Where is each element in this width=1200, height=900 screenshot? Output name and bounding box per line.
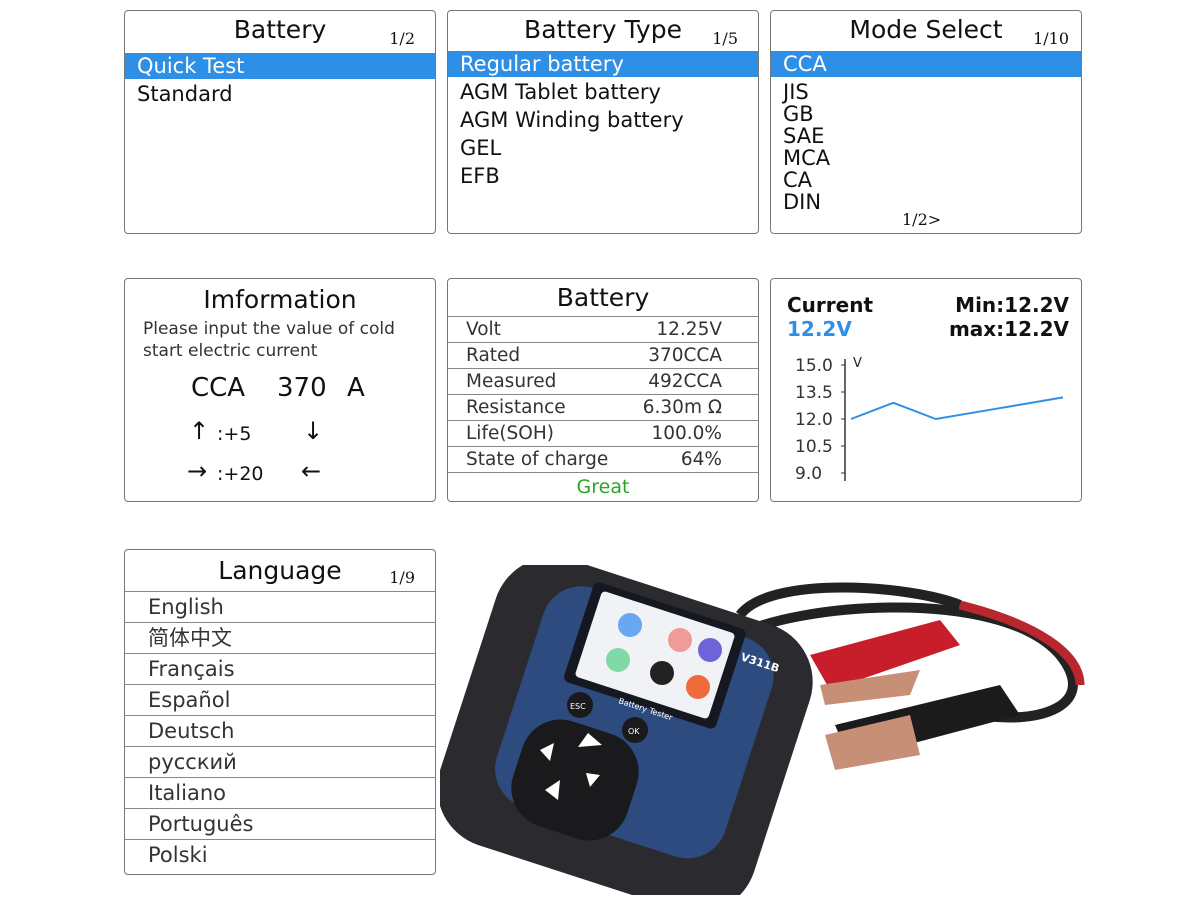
cca-value[interactable]: 370 [277, 373, 327, 403]
row-value: 6.30m Ω [642, 397, 722, 418]
language-item-italian[interactable]: Italiano [125, 777, 435, 808]
battery-menu-title: Battery [233, 15, 327, 44]
verdict-text: Great [576, 476, 630, 498]
y-tick-label: 15.0 [795, 356, 833, 376]
language-panel: Language 1/9 English 简体中文 Français Españ… [124, 549, 436, 875]
mode-item-sae[interactable]: SAE [783, 124, 825, 148]
y-tick-label: 12.0 [795, 410, 833, 430]
arrow-down-icon: ↓ [303, 417, 324, 445]
battery-menu-panel: Battery 1/2 Quick Test Standard [124, 10, 436, 234]
arrow-right-icon: → [187, 457, 208, 485]
information-title: Imformation [203, 285, 357, 314]
mode-item-din[interactable]: DIN [783, 190, 822, 214]
mode-item-mca[interactable]: MCA [783, 146, 831, 170]
cca-label: CCA [191, 373, 246, 403]
row-label: State of charge [466, 449, 609, 470]
min-label: Min:12.2V [955, 293, 1069, 317]
battery-type-panel: Battery Type 1/5 Regular battery AGM Tab… [447, 10, 759, 234]
table-row: Life(SOH) 100.0% [448, 420, 758, 447]
table-row: Volt 12.25V [448, 316, 758, 343]
max-label: max:12.2V [948, 317, 1069, 341]
language-item-spanish[interactable]: Español [125, 684, 435, 715]
row-value: 370CCA [648, 345, 722, 366]
type-item-regular[interactable]: Regular battery [448, 51, 758, 77]
step-small-label: :+5 [217, 423, 252, 445]
row-value: 12.25V [656, 319, 722, 340]
battery-type-page: 1/5 [712, 29, 738, 48]
result-title: Battery [556, 283, 650, 312]
row-label: Resistance [466, 397, 566, 418]
arrow-up-icon: ↑ [189, 417, 210, 445]
y-axis-label: V [853, 356, 862, 371]
language-item-chinese[interactable]: 简体中文 [125, 622, 435, 653]
type-item-efb[interactable]: EFB [460, 164, 500, 188]
cca-unit: A [347, 373, 365, 403]
y-tick-label: 13.5 [795, 383, 833, 403]
mode-item-jis[interactable]: JIS [783, 80, 809, 104]
device-ok-label: OK [628, 727, 640, 736]
language-title: Language [218, 556, 342, 585]
language-item-german[interactable]: Deutsch [125, 715, 435, 746]
mode-item-cca[interactable]: CCA [771, 51, 1081, 77]
menu-item-quick-test[interactable]: Quick Test [125, 53, 435, 79]
step-large-label: :+20 [217, 463, 264, 485]
y-tick-label: 9.0 [795, 464, 822, 484]
language-item-french[interactable]: Français [125, 653, 435, 684]
y-tick-label: 10.5 [795, 437, 833, 457]
table-row: Rated 370CCA [448, 342, 758, 369]
mode-select-page: 1/10 [1033, 29, 1069, 48]
menu-item-standard[interactable]: Standard [137, 82, 233, 106]
table-row: State of charge 64% [448, 446, 758, 473]
current-label: Current [787, 293, 874, 317]
row-label: Measured [466, 371, 557, 392]
language-item-portuguese[interactable]: Português [125, 808, 435, 839]
mode-select-title: Mode Select [849, 15, 1003, 44]
voltage-series-line [850, 396, 1064, 421]
information-panel: Imformation Please input the value of co… [124, 278, 436, 502]
row-label: Volt [466, 319, 501, 340]
mode-item-ca[interactable]: CA [783, 168, 813, 192]
row-value: 64% [680, 449, 722, 470]
language-item-russian[interactable]: русский [125, 746, 435, 777]
type-item-agm-winding[interactable]: AGM Winding battery [460, 108, 684, 132]
information-prompt-1: Please input the value of cold [143, 319, 395, 339]
arrow-left-icon: ← [301, 457, 322, 485]
battery-tester-device-image: V311B Battery Tester ESC OK [440, 565, 1085, 895]
device-esc-label: ESC [570, 702, 586, 711]
table-row: Resistance 6.30m Ω [448, 394, 758, 421]
row-value: 100.0% [651, 423, 722, 444]
current-chart-panel: Current 12.2V Min:12.2V max:12.2V V 15.0 1… [770, 278, 1082, 502]
battery-result-panel: Battery Volt 12.25V Rated 370CCA Measure… [447, 278, 759, 502]
language-item-english[interactable]: English [125, 591, 435, 622]
table-row: Measured 492CCA [448, 368, 758, 395]
row-label: Life(SOH) [466, 423, 554, 444]
current-value: 12.2V [787, 317, 852, 341]
type-item-gel[interactable]: GEL [460, 136, 502, 160]
battery-menu-page: 1/2 [389, 29, 415, 48]
row-value: 492CCA [648, 371, 722, 392]
voltage-line-chart: V 15.0 13.5 12.0 10.5 9.0 [795, 356, 1064, 484]
battery-type-title: Battery Type [524, 15, 682, 44]
mode-item-gb[interactable]: GB [783, 102, 814, 126]
mode-sub-page[interactable]: 1/2> [902, 210, 942, 229]
type-item-agm-tablet[interactable]: AGM Tablet battery [460, 80, 661, 104]
row-label: Rated [466, 345, 521, 366]
verdict-row: Great [448, 472, 758, 501]
mode-select-panel: Mode Select 1/10 CCA JIS GB SAE MCA CA D… [770, 10, 1082, 234]
information-prompt-2: start electric current [143, 341, 318, 361]
language-page: 1/9 [389, 568, 415, 587]
language-item-polish[interactable]: Polski [125, 839, 435, 874]
